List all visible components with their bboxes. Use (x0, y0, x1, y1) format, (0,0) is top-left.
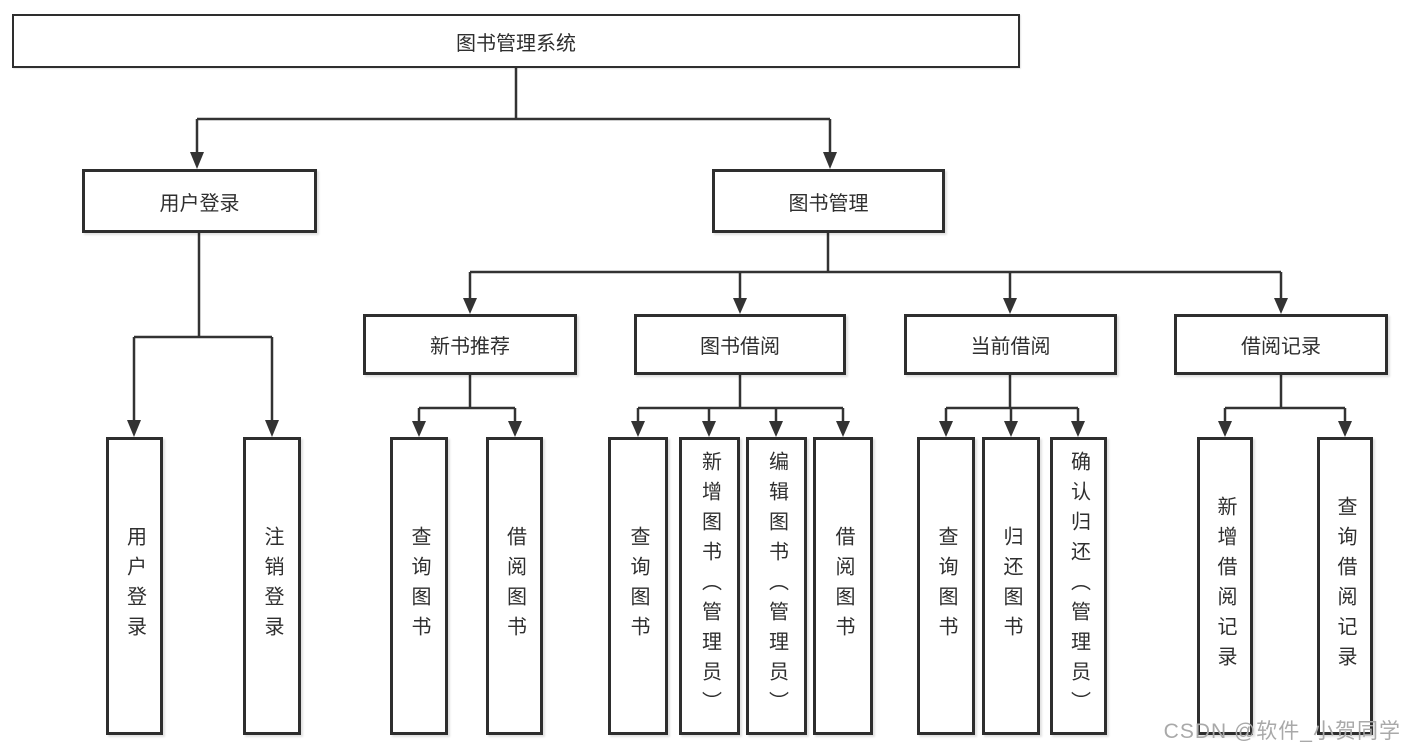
node-label: 查询图书 (408, 526, 430, 646)
node-user-login-leaf: 用户登录 (106, 437, 163, 735)
node-borrow-books-recommend: 借阅图书 (486, 437, 543, 735)
node-label: 图书管理 (788, 192, 869, 215)
node-label: 新书推荐 (430, 336, 510, 358)
node-label: 确认归还（管理员） (1067, 451, 1090, 721)
node-user-login: 用户登录 (82, 169, 317, 233)
node-label: 新增借阅记录 (1214, 496, 1236, 676)
node-query-books-current: 查询图书 (917, 437, 975, 735)
node-confirm-return-admin: 确认归还（管理员） (1050, 437, 1107, 735)
node-borrow-records: 借阅记录 (1174, 314, 1388, 375)
arrowheads (127, 152, 1352, 437)
node-book-borrowing: 图书借阅 (634, 314, 846, 375)
node-label: 归还图书 (1000, 526, 1022, 646)
node-query-borrow-record: 查询借阅记录 (1317, 437, 1373, 735)
node-label: 借阅图书 (832, 526, 854, 646)
node-label: 编辑图书（管理员） (765, 451, 788, 721)
node-label: 新增图书（管理员） (698, 451, 721, 721)
node-logout: 注销登录 (243, 437, 301, 735)
node-current-borrowing: 当前借阅 (904, 314, 1117, 375)
node-label: 用户登录 (123, 526, 146, 646)
node-system-title: 图书管理系统 (12, 14, 1020, 68)
node-query-books-borrow: 查询图书 (608, 437, 668, 735)
node-label: 用户登录 (159, 192, 240, 215)
node-new-book-recommend: 新书推荐 (363, 314, 577, 375)
node-label: 查询图书 (935, 526, 957, 646)
node-add-borrow-record: 新增借阅记录 (1197, 437, 1253, 735)
node-label: 当前借阅 (970, 336, 1051, 358)
node-label: 借阅图书 (503, 526, 526, 646)
node-return-books: 归还图书 (982, 437, 1040, 735)
node-label: 图书管理系统 (456, 32, 576, 55)
node-edit-book-admin: 编辑图书（管理员） (746, 437, 807, 735)
node-label: 图书借阅 (700, 336, 780, 358)
node-label: 借阅记录 (1241, 336, 1321, 358)
node-label: 注销登录 (261, 526, 283, 646)
node-label: 查询图书 (627, 526, 649, 646)
node-add-book-admin: 新增图书（管理员） (679, 437, 740, 735)
node-borrow-books-borrow: 借阅图书 (813, 437, 873, 735)
node-label: 查询借阅记录 (1334, 496, 1356, 676)
node-query-books-recommend: 查询图书 (390, 437, 448, 735)
node-book-management: 图书管理 (712, 169, 945, 233)
